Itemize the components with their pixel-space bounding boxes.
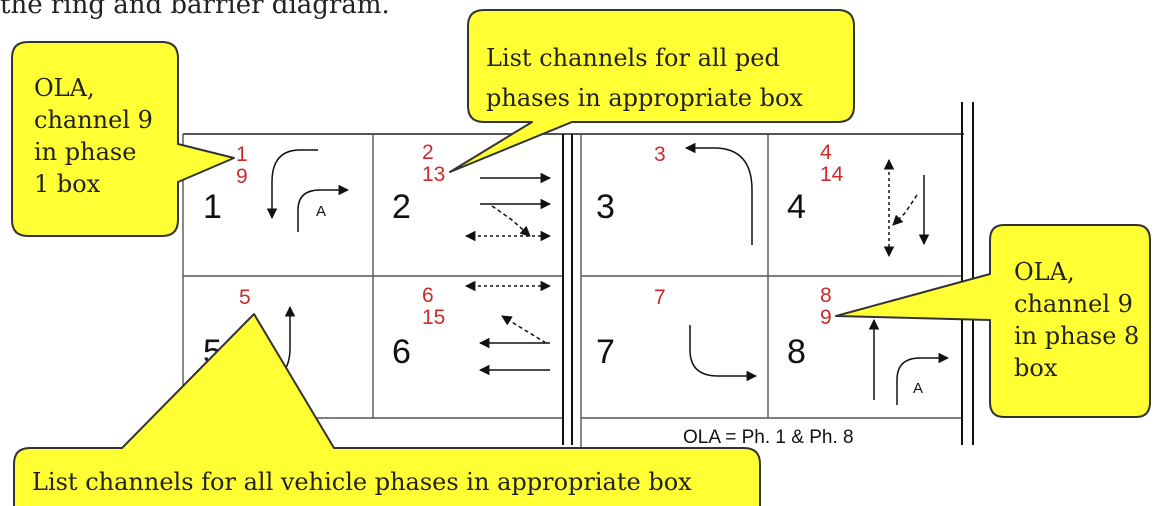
page-header-text: the ring and barrier diagram. [0,0,390,20]
callout-line: in phase 8 [1014,322,1140,350]
callout-bubble-ped-phases [449,9,855,173]
callout-line: OLA, [1014,258,1075,286]
phase8-overlap-arrow [896,352,950,405]
phase-number-6: 6 [392,333,411,371]
phase8-channel-1: 8 [820,284,832,307]
phase1-channel-2: 9 [236,165,248,188]
phase6-channel-1: 6 [422,284,434,307]
phase-number-7: 7 [596,333,615,371]
ola-note: OLA = Ph. 1 & Ph. 8 [683,427,854,448]
phase8-overlap-letter: A [913,380,923,397]
callout-line: box [1014,354,1058,382]
phase2-ped-diagonal [491,205,531,237]
phase-number-8: 8 [787,333,806,371]
callout-line: List channels for all ped [486,44,780,72]
phase-number-2: 2 [392,188,411,226]
phase1-channel-1: 1 [236,143,248,166]
callout-bubble-vehicle-phases [13,313,761,506]
callout-bubble-ola-phase1 [11,41,235,237]
phase7-left-turn-arrow [689,325,758,382]
phase4-ped-diagonal [892,194,918,226]
phase8-channel-2: 9 [820,306,832,329]
callout-line: in phase [34,138,137,166]
callout-line: OLA, [34,74,95,102]
phase4-channel-1: 4 [820,141,832,164]
phase7-channel-1: 7 [654,286,666,309]
callout-bubble-ola-phase8 [835,224,1151,418]
callout-ola-phase1: OLA, channel 9 in phase 1 box [34,72,153,200]
phase-number-1: 1 [203,188,222,226]
phase2-channel-1: 2 [422,141,434,164]
callout-line: phases in appropriate box [486,84,803,112]
callout-line: List channels for all vehicle phases in … [32,468,692,496]
phase6-channel-2: 15 [422,306,445,329]
phase1-overlap-arrow [297,184,350,232]
callout-line: channel 9 [34,106,153,134]
phase2-channel-2: 13 [422,163,445,186]
phase-number-4: 4 [787,188,806,226]
phase3-channel-1: 3 [654,143,666,166]
phase-number-3: 3 [596,188,615,226]
phase5-channel-1: 5 [239,286,251,309]
callout-line: 1 box [34,170,101,198]
barrier-lines [562,102,974,445]
phase4-channel-2: 14 [820,163,844,186]
callout-vehicle-phases: List channels for all vehicle phases in … [32,466,692,498]
phase1-overlap-letter: A [316,203,326,220]
phase3-left-turn-arrow [684,142,753,245]
callout-line: channel 9 [1014,290,1133,318]
phase1-left-turn-arrow [266,149,318,220]
callout-ped-phases: List channels for all ped phases in appr… [486,38,803,118]
phase6-ped-diagonal [501,315,547,344]
callout-ola-phase8: OLA, channel 9 in phase 8 box [1014,256,1139,384]
